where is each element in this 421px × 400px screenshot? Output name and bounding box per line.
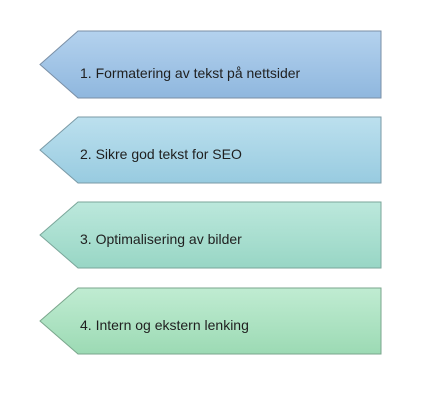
arrow-step-2 [39, 116, 382, 184]
step-3-label: 3. Optimalisering av bilder [80, 231, 242, 247]
step-1-label: 1. Formatering av tekst på nettsider [80, 65, 301, 81]
arrow-step-3 [39, 201, 382, 269]
step-2-label: 2. Sikre god tekst for SEO [80, 146, 242, 162]
step-4-label: 4. Intern og ekstern lenking [80, 317, 249, 333]
arrow-step-4 [39, 287, 382, 355]
arrow-step-1 [39, 30, 382, 99]
